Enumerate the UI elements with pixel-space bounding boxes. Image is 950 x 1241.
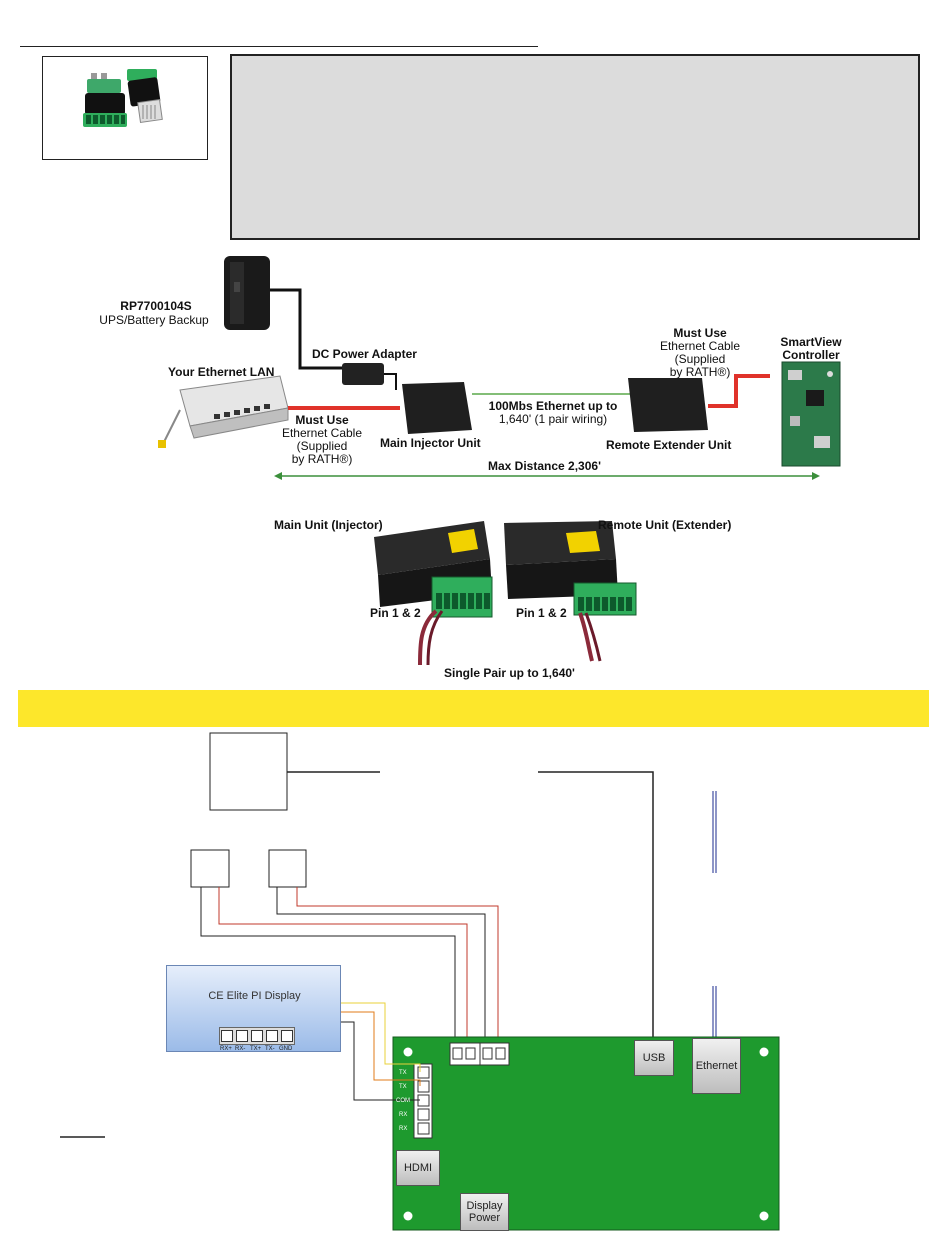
- header-rule: [20, 46, 538, 47]
- connector-thumbnail-box: [42, 56, 208, 160]
- ethernet-link-label-2: 1,640' (1 pair wiring): [498, 412, 608, 426]
- info-panel: [230, 54, 920, 240]
- pcb-pin-label: COM: [396, 1098, 410, 1104]
- display-pin-label: RX-: [235, 1046, 246, 1052]
- main-unit-label: Main Unit (Injector): [274, 518, 383, 532]
- pcb-pin-label: RX: [399, 1126, 408, 1132]
- wiring-graphics: [60, 732, 780, 1231]
- hdmi-port: HDMI: [396, 1150, 440, 1186]
- remote-unit-box-icon: [504, 521, 637, 616]
- must-use-right-1: Must Use: [673, 326, 727, 340]
- system-diagram: RP7700104S UPS/Battery Backup DC Power A…: [90, 250, 860, 490]
- pcb-pin-label: TX: [399, 1084, 407, 1090]
- ethernet-lan-label: Your Ethernet LAN: [168, 365, 275, 379]
- display-power-port: Display Power: [460, 1193, 509, 1231]
- usb-port: USB: [634, 1040, 674, 1076]
- pin-left-label: Pin 1 & 2: [370, 606, 421, 620]
- display-pin-tx-minus: [266, 1030, 278, 1042]
- ethernet-switch-icon: [158, 375, 289, 448]
- ups-label-model: RP7700104S: [120, 299, 192, 313]
- system-diagram-graphics: [158, 256, 841, 480]
- must-use-left-3: (Supplied: [296, 439, 348, 453]
- must-use-right-3: (Supplied: [674, 352, 726, 366]
- wiring-schematic: CE Elite PI Display RX+ RX- TX+ TX- GND …: [0, 727, 950, 1241]
- main-injector-unit-icon: [402, 382, 472, 434]
- display-pin-label: TX+: [250, 1046, 262, 1052]
- must-use-left-4: by RATH®): [291, 452, 353, 466]
- ce-elite-pi-display: CE Elite PI Display RX+ RX- TX+ TX- GND: [166, 965, 341, 1052]
- units-photo: Main Unit (Injector) Remote Unit (Extend…: [270, 515, 750, 685]
- display-power-label-1: Display: [466, 1200, 503, 1212]
- main-unit-box-icon: [374, 521, 493, 618]
- display-pin-label: GND: [279, 1046, 293, 1052]
- display-pin-label: TX-: [265, 1046, 275, 1052]
- units-graphics: [374, 521, 637, 666]
- smartview-label-1: SmartView: [780, 335, 842, 349]
- display-pin-gnd: [281, 1030, 293, 1042]
- display-pin-tx-plus: [251, 1030, 263, 1042]
- must-use-left-1: Must Use: [295, 413, 349, 427]
- pcb-pin-label: TX: [399, 1070, 407, 1076]
- pin-right-label: Pin 1 & 2: [516, 606, 567, 620]
- display-pin-rx-plus: [221, 1030, 233, 1042]
- ethernet-link-label-1: 100Mbs Ethernet up to: [488, 399, 618, 413]
- max-distance-label: Max Distance 2,306': [488, 459, 601, 473]
- remote-extender-unit-icon: [628, 378, 708, 432]
- must-use-right-2: Ethernet Cable: [659, 339, 741, 353]
- smartview-label-2: Controller: [782, 348, 840, 362]
- display-title: CE Elite PI Display: [208, 990, 301, 1002]
- ups-label-desc: UPS/Battery Backup: [99, 313, 209, 327]
- single-pair-label: Single Pair up to 1,640': [444, 666, 575, 680]
- must-use-right-4: by RATH®): [669, 365, 731, 379]
- remote-unit-label: Remote Unit (Extender): [598, 518, 732, 532]
- ethernet-port: Ethernet: [692, 1038, 741, 1094]
- must-use-left-2: Ethernet Cable: [281, 426, 363, 440]
- display-pin-label: RX+: [220, 1046, 232, 1052]
- remote-extender-unit-label: Remote Extender Unit: [606, 438, 732, 452]
- section-header-band: [18, 690, 929, 727]
- smartview-controller-icon: [781, 361, 841, 467]
- display-pin-rx-minus: [236, 1030, 248, 1042]
- display-power-label-2: Power: [468, 1212, 501, 1224]
- ups-icon: [224, 256, 270, 330]
- main-injector-unit-label: Main Injector Unit: [380, 436, 481, 450]
- dc-power-adapter-icon: [342, 363, 384, 385]
- dc-power-adapter-label: DC Power Adapter: [312, 347, 417, 361]
- rj45-terminal-adapter-icon: [83, 69, 163, 127]
- pcb-pin-label: RX: [399, 1112, 408, 1118]
